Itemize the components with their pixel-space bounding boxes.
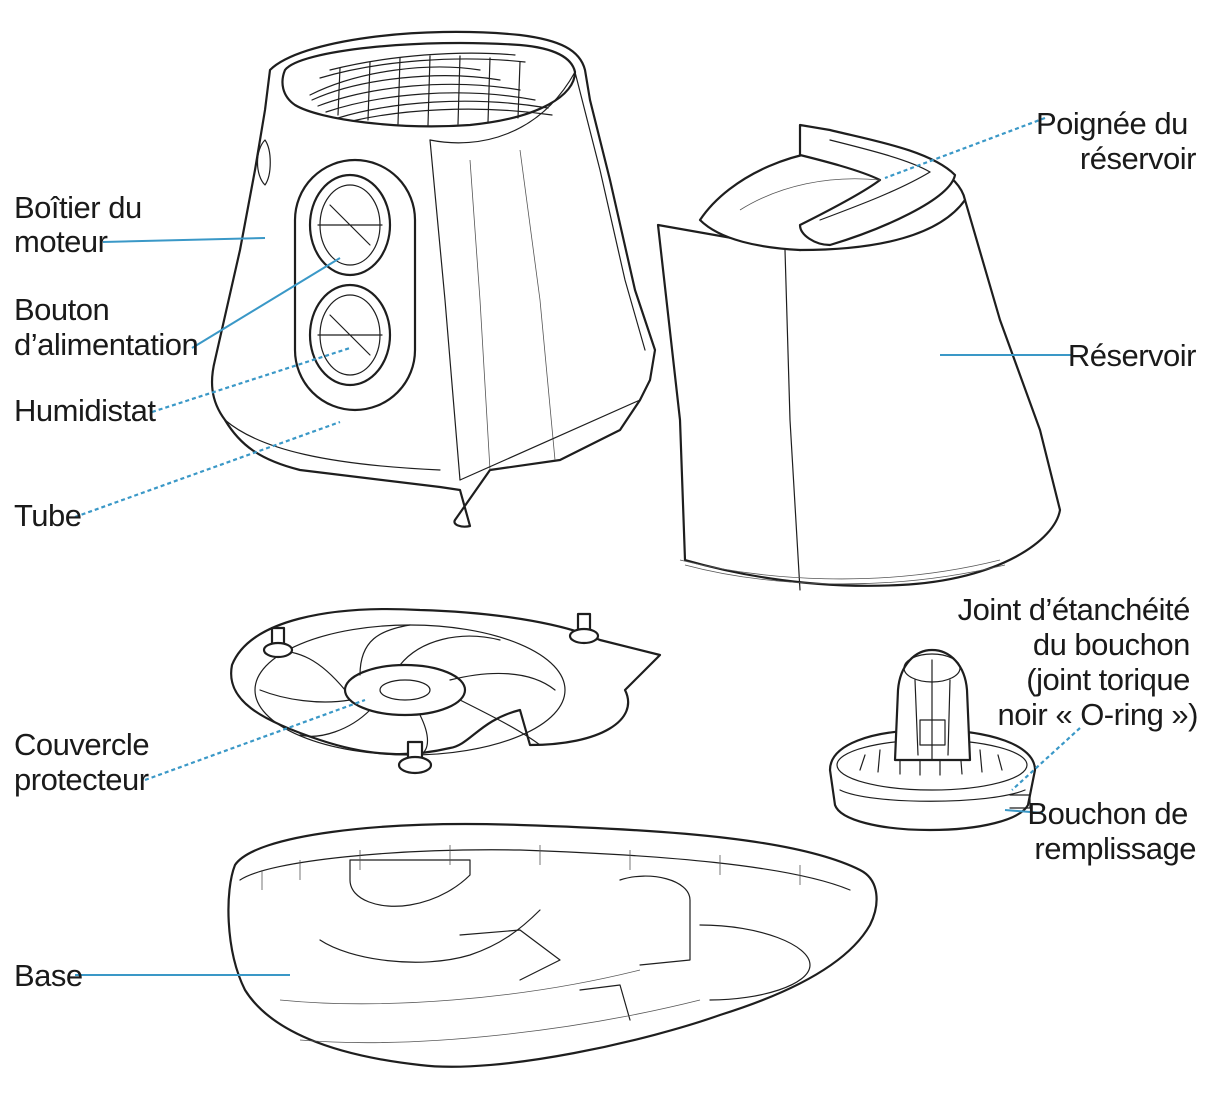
label-tank-handle: Poignée du réservoir [1036, 106, 1196, 176]
leader-tank-handle [884, 116, 1046, 180]
leader-cap-seal [1011, 727, 1081, 791]
label-fill-cap: Bouchon de remplissage [1027, 796, 1196, 866]
leader-power-button [191, 257, 341, 349]
leader-lines [74, 116, 1081, 976]
water-tank [656, 123, 1062, 591]
leader-tube [74, 420, 341, 519]
leader-motor-housing [102, 237, 266, 243]
label-base: Base [14, 958, 83, 993]
leader-fill-cap [1004, 809, 1044, 814]
fill-cap [828, 648, 1037, 832]
label-humidistat: Humidistat [14, 393, 156, 428]
label-motor-housing: Boîtier du moteur [14, 190, 150, 259]
base [227, 822, 878, 1068]
label-tube: Tube [14, 498, 82, 533]
protective-cover [230, 607, 662, 775]
labels: Boîtier du moteur Bouton d’alimentation … [14, 106, 1199, 993]
motor-housing [210, 30, 657, 528]
label-cap-seal: Joint d’étanchéité du bouchon (joint tor… [958, 592, 1198, 732]
label-tank: Réservoir [1068, 338, 1196, 373]
label-power-button: Bouton d’alimentation [14, 292, 198, 362]
label-protective-cover: Couvercle protecteur [14, 727, 157, 797]
